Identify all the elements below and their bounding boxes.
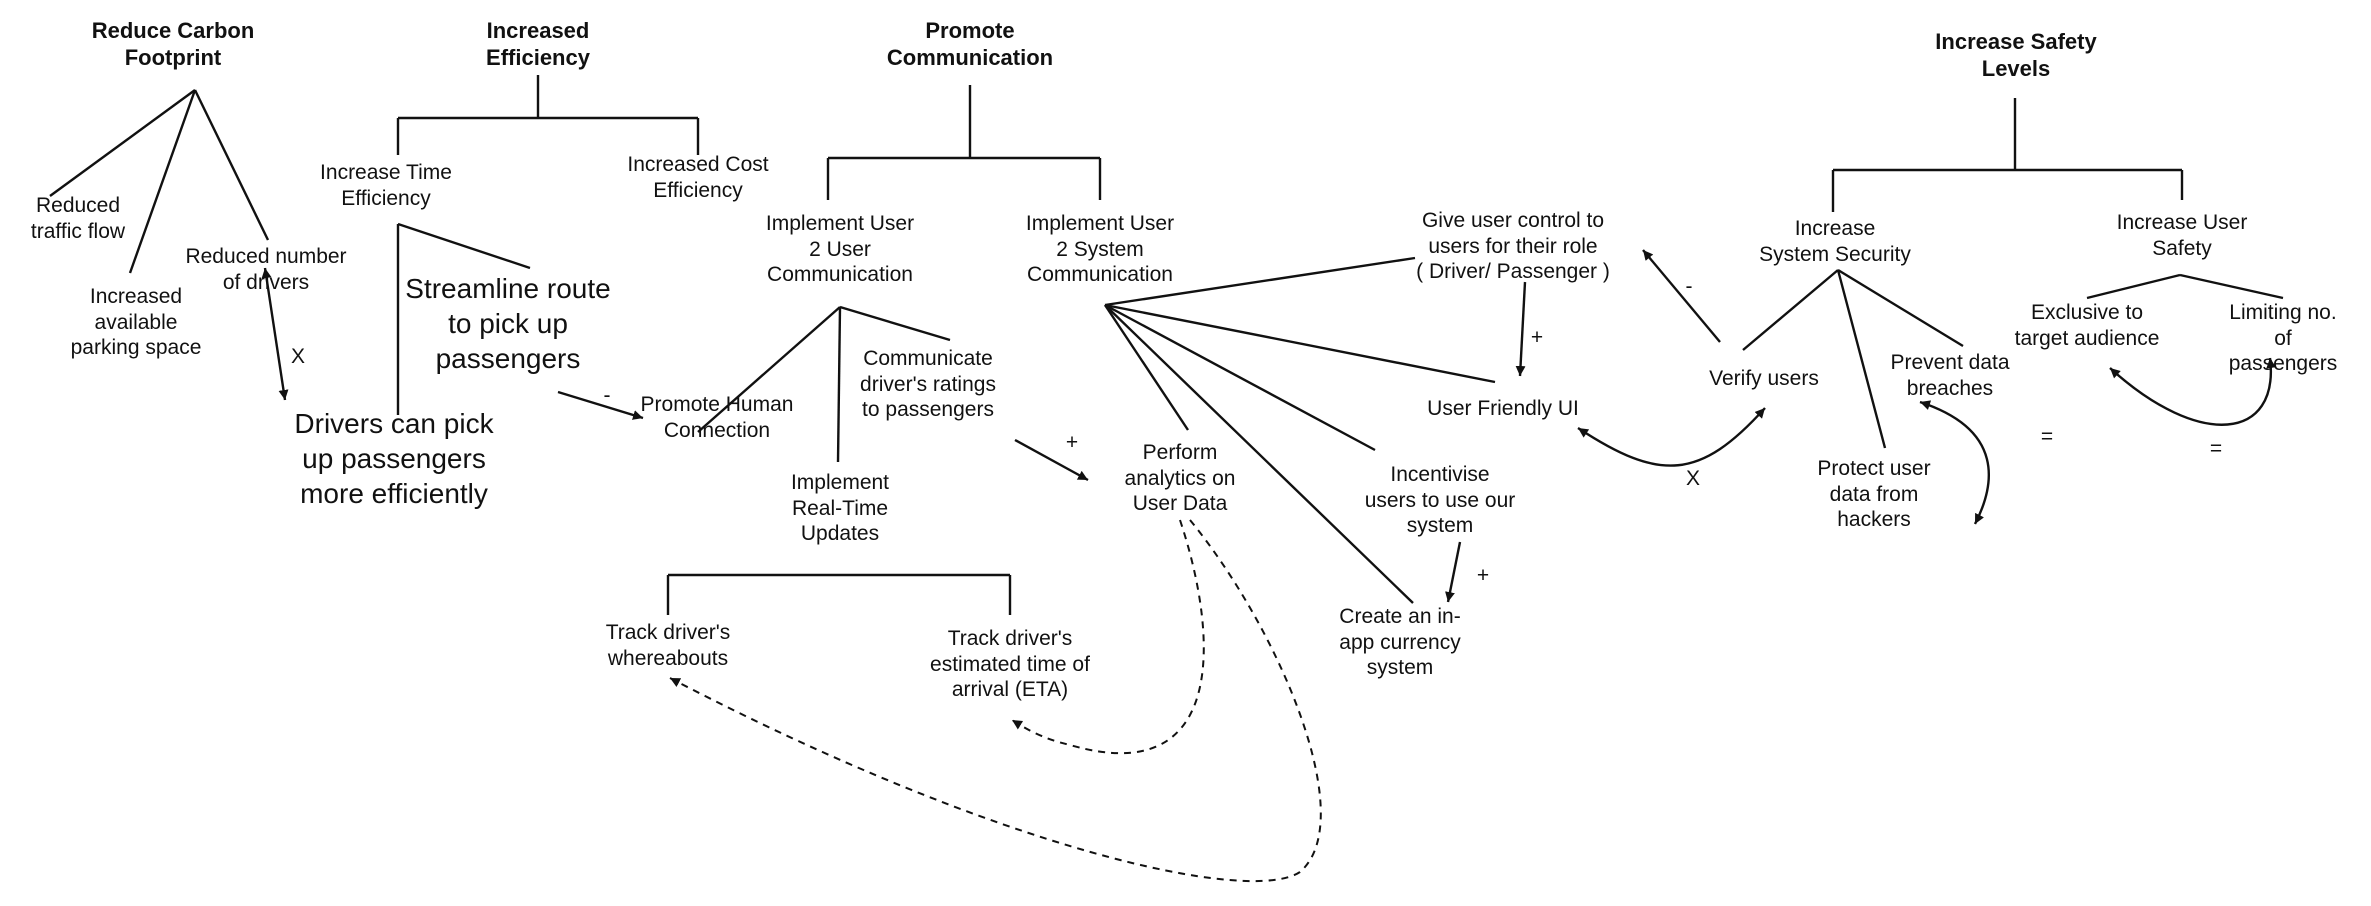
node-reduced-traffic-flow: Reduced traffic flow [30,194,126,243]
efficiency-connectors [396,75,700,415]
carbon-connectors [49,89,270,274]
label-minus-streamline: - [603,384,611,407]
analytics-track-dashed-arrow [669,519,1322,883]
node-implement-real-time-updates: Implement Real-Time Updates [790,471,890,546]
node-streamline-route: Streamline route to pick up passengers [405,273,611,374]
node-reduced-number-of-drivers: Reduced number of drivers [185,245,347,294]
node-communicate-ratings: Communicate driver's ratings to passenge… [860,347,996,422]
node-increase-time-efficiency: Increase Time Efficiency [320,161,452,210]
node-give-user-control: Give user control to users for their rol… [1416,209,1610,284]
streamline-human-arrow [557,390,644,420]
node-in-app-currency: Create an in- app currency system [1339,605,1461,680]
ratings-analytics-arrow [1014,438,1089,482]
heading-promote-communication: Promote Communication [886,18,1054,70]
safety-connectors [1742,98,2284,449]
node-prevent-data-breaches: Prevent data breaches [1890,351,2010,400]
node-promote-human-connection: Promote Human Connection [640,393,794,442]
node-limiting-passengers: Limiting no. of passengers [2228,301,2338,376]
control-ui-arrow [1515,281,1527,377]
label-plus-ratings: + [1065,431,1079,454]
node-verify-users: Verify users [1709,367,1819,390]
label-equals-breaches: = [2040,425,2054,448]
node-increased-cost-efficiency: Increased Cost Efficiency [627,153,769,202]
breaches-hackers-arrow [1919,400,1990,525]
node-perform-analytics: Perform analytics on User Data [1124,441,1236,516]
node-incentivise-users: Incentivise users to use our system [1364,463,1516,538]
heading-increased-efficiency: Increased Efficiency [486,18,590,70]
label-x-drivers: X [290,345,306,368]
node-increase-system-security: Increase System Security [1759,217,1911,266]
label-minus-verify: - [1685,275,1693,298]
node-drivers-pick-up-efficiently: Drivers can pick up passengers more effi… [294,408,494,509]
node-increased-parking-space: Increased available parking space [70,285,202,360]
incentive-currency-arrow [1445,541,1462,603]
label-equals-passengers: = [2209,437,2223,460]
ui-verify-arrow [1577,407,1766,467]
node-increase-user-safety: Increase User Safety [2116,211,2248,260]
communication-connectors [666,85,1496,615]
node-protect-user-data: Protect user data from hackers [1817,457,1931,532]
heading-increase-safety-levels: Increase Safety Levels [1935,29,2097,81]
node-track-driver-whereabouts: Track driver's whereabouts [605,621,731,670]
verify-control-arrow [1642,249,1721,343]
node-user-2-system-communication: Implement User 2 System Communication [1025,212,1175,287]
node-user-friendly-ui: User Friendly UI [1427,397,1579,420]
node-track-driver-eta: Track driver's estimated time of arrival… [930,627,1090,702]
label-plus-currency: + [1476,564,1490,587]
analytics-eta-dashed-arrow [1011,519,1205,755]
label-plus-control: + [1530,326,1544,349]
node-user-2-user-communication: Implement User 2 User Communication [765,212,915,287]
node-exclusive-target-audience: Exclusive to target audience [2014,301,2160,350]
exclusive-limiting-arrow [2109,357,2277,426]
label-x-ui: X [1685,467,1701,490]
heading-reduce-carbon-footprint: Reduce Carbon Footprint [91,18,255,70]
drivers-pickup-arrow [261,267,289,401]
